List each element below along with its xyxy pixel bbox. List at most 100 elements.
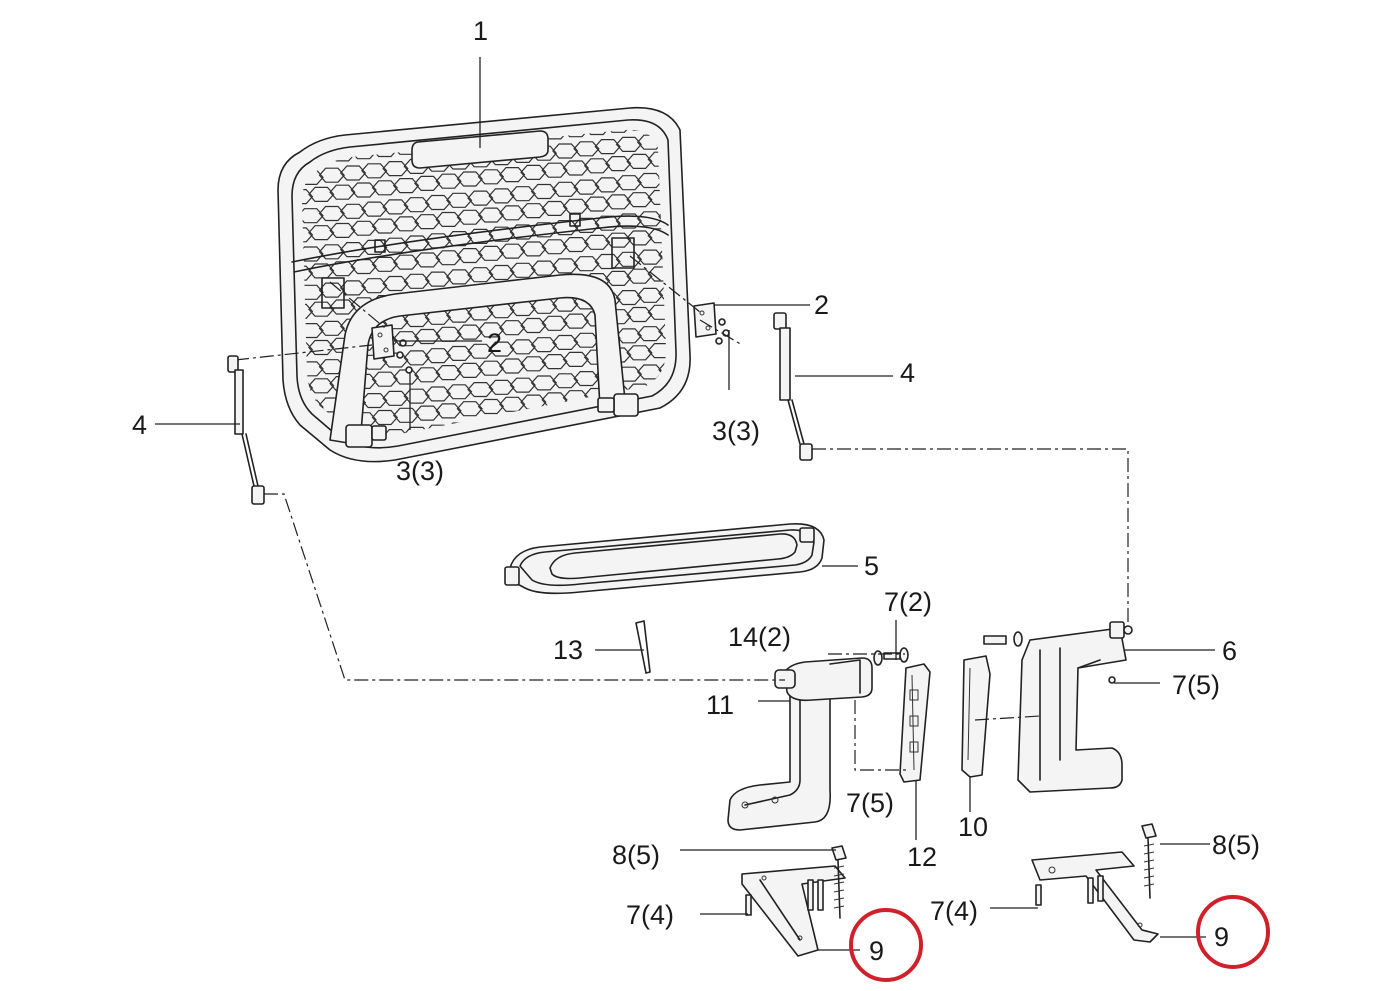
mesh-cell [562,237,590,253]
mesh-cell [520,164,547,180]
mesh-cell [361,278,388,294]
mesh-cell [626,153,653,169]
part-11-left-post [727,657,873,831]
part-3-screws-left [396,339,413,374]
callout-7-4-right: 7(4) [930,896,978,926]
mesh-cell [626,345,653,361]
mesh-cell [552,258,579,274]
part-4-gas-strut-right [773,312,813,461]
mesh-cell [382,429,409,436]
mesh-cell [585,82,610,96]
mesh-cell [648,76,673,90]
mesh-cell [552,373,579,389]
mesh-cell [318,359,346,375]
mesh-cell [371,218,399,234]
mesh-cell [302,265,314,281]
mesh-cell [309,111,334,125]
callout-8-5-right: 8(5) [1212,830,1260,860]
mesh-cell [488,264,515,281]
mesh-cell [302,361,324,377]
callout-3-left: 3(3) [396,456,444,486]
mesh-cell [302,284,324,300]
callout-2-left: 2 [487,328,502,358]
mesh-cell [658,247,667,263]
mesh-cell [520,241,547,257]
mesh-cell [521,89,546,103]
mesh-cell [509,262,536,278]
part-5-armrest-pad [504,523,825,595]
mesh-cell [477,360,505,376]
mesh-cell [583,129,611,136]
mesh-cell [302,323,324,339]
mesh-cell [647,343,667,359]
mesh-cell [436,98,461,112]
mesh-cell [308,301,335,317]
mesh-cell [606,80,631,94]
mesh-cell [626,192,653,208]
assembly-line-screw-7-5 [854,700,910,771]
mesh-cell [658,362,667,378]
mesh-cell [530,375,558,391]
mesh-cell [488,226,515,242]
mesh-cell [392,254,420,270]
mesh-cell [562,313,590,329]
mesh-cell [488,379,515,395]
mesh-cell [509,339,536,355]
mesh-cell [361,201,388,217]
mesh-cell [562,129,590,138]
mesh-cell [636,287,664,303]
mesh-cell [520,317,547,334]
mesh-cell [424,386,452,402]
mesh-cell [403,350,430,366]
mesh-cell [573,256,600,272]
mesh-cell [467,382,494,398]
mesh-cell [562,160,590,176]
mesh-cell [456,362,483,378]
callout-4-left: 4 [132,410,147,440]
mesh-cell [302,189,314,205]
part-9-base-plate-right [1031,851,1159,943]
mesh-cell [647,304,667,320]
mesh-cell [308,225,335,241]
mesh-cell [330,109,355,123]
part-10-cover [961,655,991,778]
mesh-cell [350,259,377,275]
mesh-cell [498,358,526,374]
mesh-cell [435,211,462,227]
mesh-cell [636,249,664,265]
leader-lines [155,57,1215,951]
mesh-cell [573,179,600,195]
mesh-cell [318,244,346,260]
part-3-screws-right [715,318,730,345]
assembly-line-strut-right [812,448,1129,625]
callout-3-right: 3(3) [712,416,760,446]
mesh-cell [573,332,600,348]
mesh-cell [318,167,346,183]
mesh-cell [615,290,643,306]
part-2-hinge-bracket-left [371,324,395,360]
mesh-cell [329,299,356,315]
callout-14-2: 14(2) [728,622,791,652]
mesh-cell [435,365,462,381]
mesh-cell [498,320,526,336]
mesh-cell [414,367,441,383]
mesh-cell [605,232,632,248]
mesh-cell [488,188,515,204]
mesh-cell [424,348,452,364]
callout-11: 11 [706,690,734,720]
mesh-cell [339,242,367,258]
mesh-cell [435,403,462,419]
mesh-cell [530,337,558,353]
mesh-cell [658,209,667,225]
mesh-cell [477,398,505,415]
callout-9-left: 9 [869,936,884,966]
callout-7-4-left: 7(4) [626,900,674,930]
callout-7-5-left: 7(5) [846,788,894,818]
mesh-cell [414,328,441,345]
mesh-cell [435,173,462,189]
mesh-cell [509,377,536,393]
mesh-cell [605,129,632,133]
mesh-cell [288,113,313,127]
mesh-cell [424,271,452,287]
